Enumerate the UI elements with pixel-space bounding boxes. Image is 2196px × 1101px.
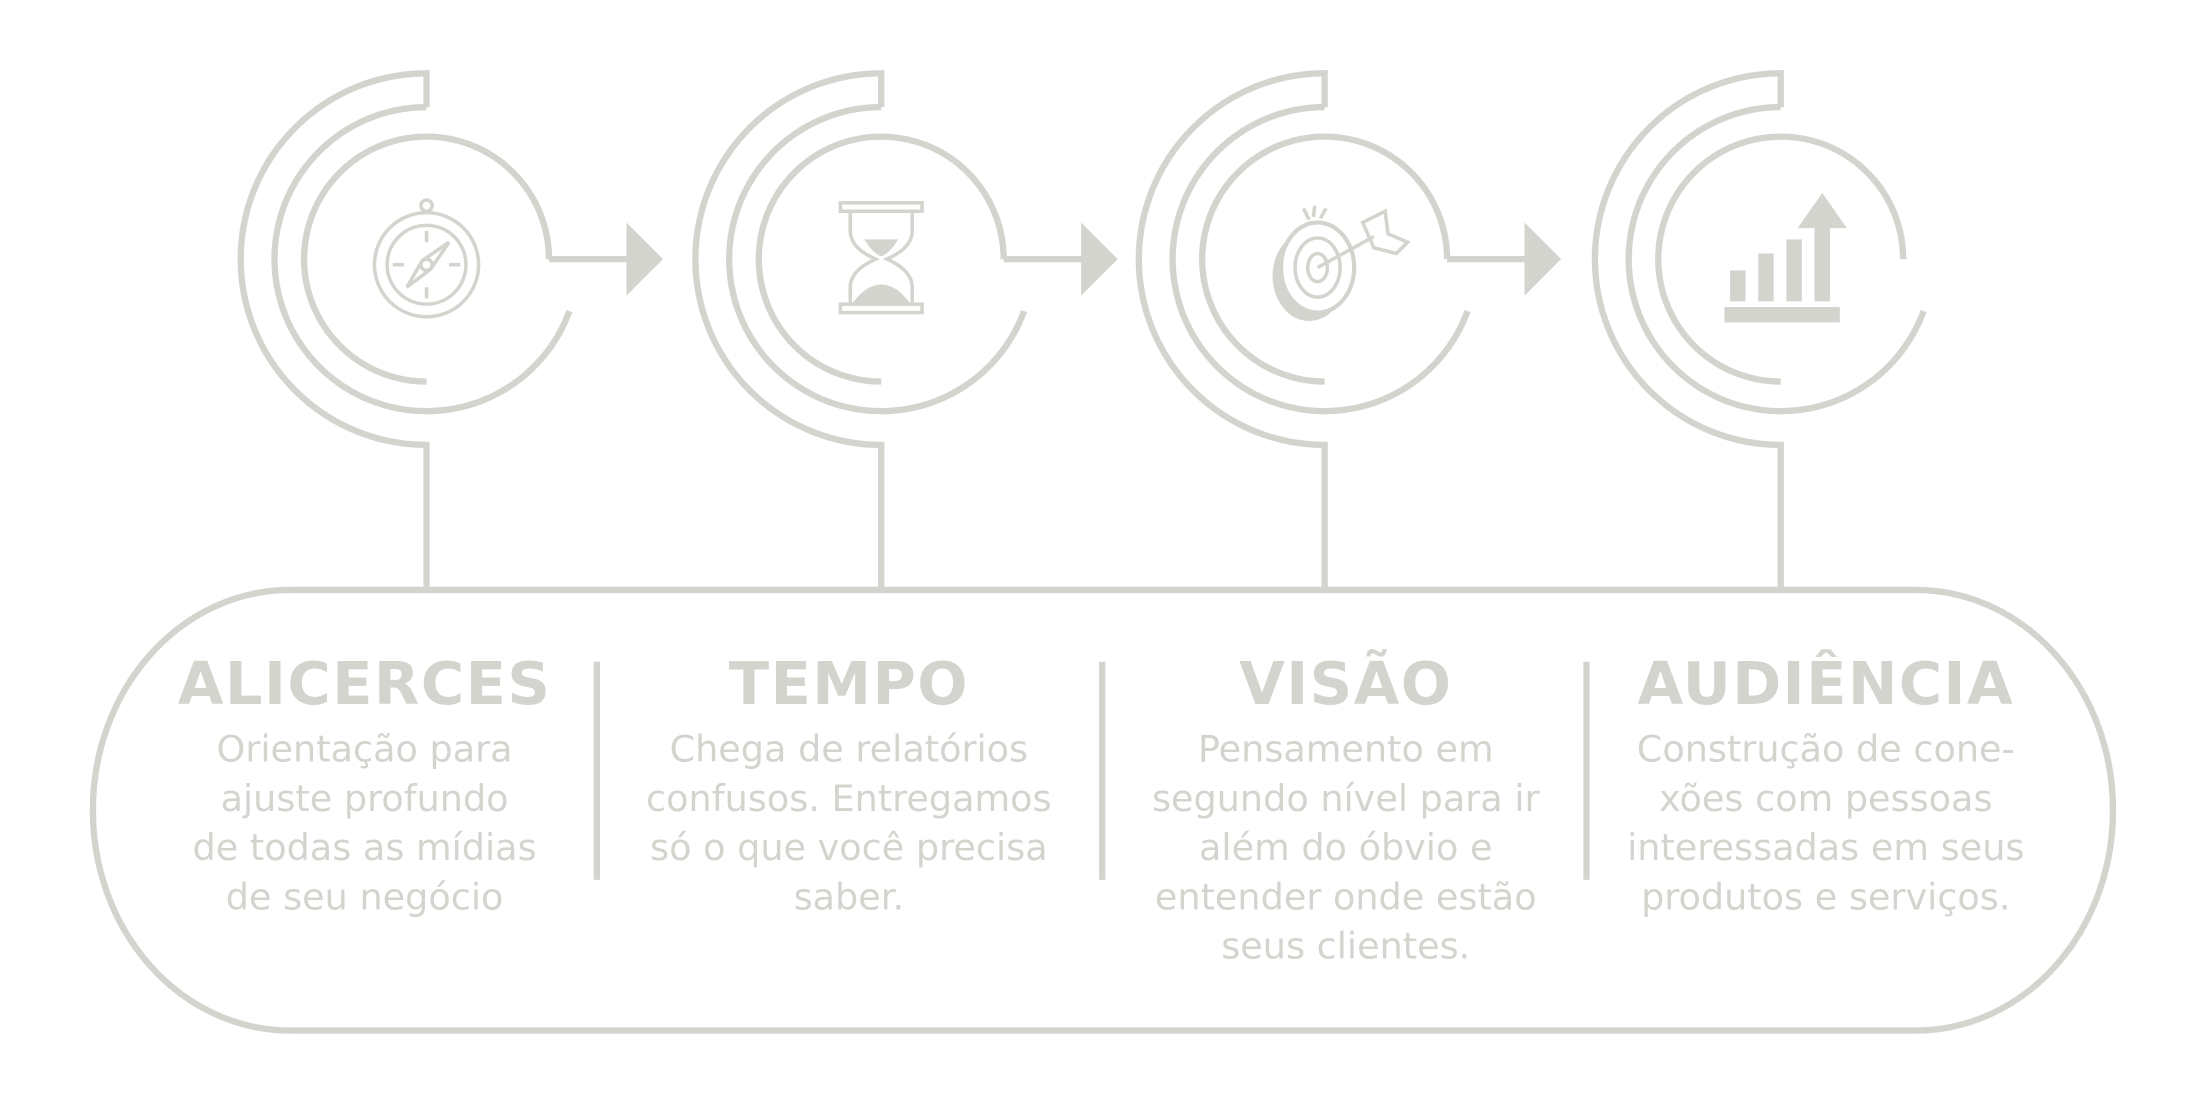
step-title: AUDIÊNCIA xyxy=(1637,649,2014,718)
step-node-1 xyxy=(237,70,664,590)
step-description-line: segundo nível para ir xyxy=(1152,777,1541,820)
step-node-2 xyxy=(692,70,1118,590)
middle-arc xyxy=(1169,103,1471,415)
middle-arc xyxy=(726,103,1028,415)
arrow-right-icon xyxy=(1081,222,1118,296)
arrow-right-icon xyxy=(1524,222,1562,296)
middle-arc xyxy=(271,103,573,415)
step-description-line: ajuste profundo xyxy=(221,777,509,820)
step-node-3 xyxy=(1135,70,1562,590)
outer-arc xyxy=(1135,70,1328,590)
inner-arc xyxy=(755,133,1007,385)
outer-arc xyxy=(237,70,430,590)
middle-arc xyxy=(1625,103,1927,415)
step-description-line: entender onde estão xyxy=(1155,875,1537,918)
step-description-line: produtos e serviços. xyxy=(1641,875,2010,918)
bar-chart-growth-icon xyxy=(1724,192,1847,323)
hourglass-icon xyxy=(838,201,924,315)
outer-arc xyxy=(1591,70,1784,590)
step-title: TEMPO xyxy=(729,649,969,718)
step-description-line: confusos. Entregamos xyxy=(646,777,1052,820)
outer-arc xyxy=(692,70,885,590)
step-description-line: de todas as mídias xyxy=(193,826,537,869)
step-description-line: seus clientes. xyxy=(1221,925,1470,968)
arrow-right-icon xyxy=(626,222,664,296)
step-description-line: Construção de cone- xyxy=(1637,728,2015,771)
step-description-line: Chega de relatórios xyxy=(670,728,1029,771)
target-arrow-icon xyxy=(1272,205,1411,322)
step-description-line: só o que você precisa xyxy=(650,826,1048,869)
step-description-line: interessadas em seus xyxy=(1627,826,2024,869)
step-description-line: além do óbvio e xyxy=(1199,826,1492,869)
text-container-pill xyxy=(89,586,2117,1034)
step-description-line: de seu negócio xyxy=(226,875,504,918)
inner-arc xyxy=(1655,133,1907,385)
step-description-line: Pensamento em xyxy=(1198,728,1494,771)
step-title: VISÃO xyxy=(1239,649,1452,718)
compass-icon xyxy=(372,198,481,319)
step-node-4 xyxy=(1591,70,1927,590)
inner-arc xyxy=(300,133,553,385)
inner-arc xyxy=(1199,133,1451,385)
step-description-line: Orientação para xyxy=(217,728,513,771)
step-title: ALICERCES xyxy=(178,649,552,718)
step-description-line: xões com pessoas xyxy=(1659,777,1993,820)
step-description-line: saber. xyxy=(794,875,905,918)
